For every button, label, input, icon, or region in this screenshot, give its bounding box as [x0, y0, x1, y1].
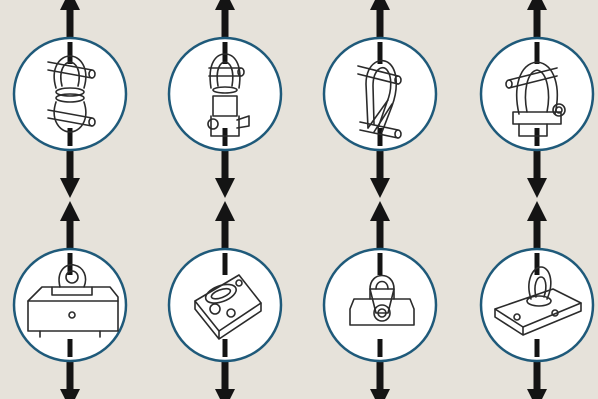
lifting-hardware-diagram — [0, 0, 598, 399]
